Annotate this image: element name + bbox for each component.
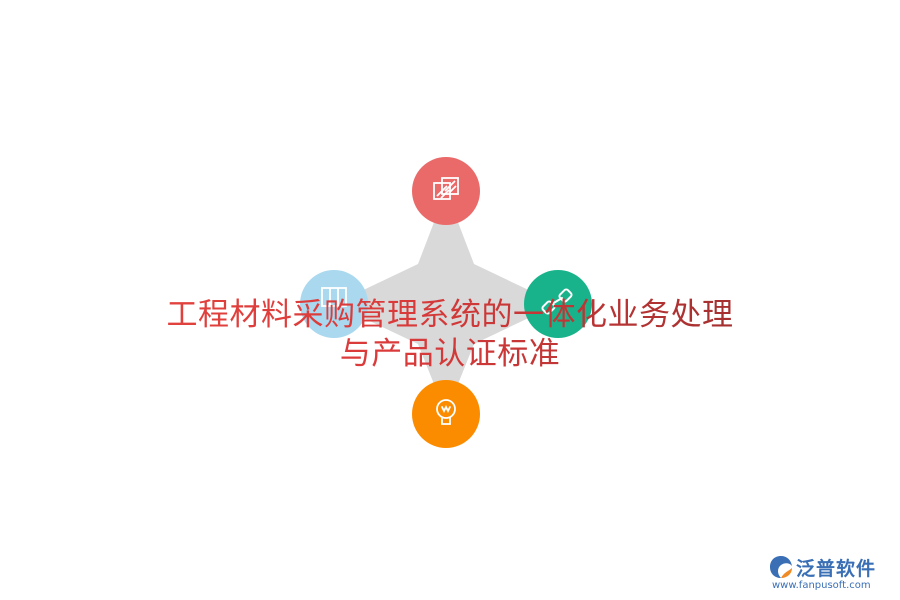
brand-name: 泛普软件: [796, 558, 877, 580]
columns-grid-icon: [321, 287, 347, 307]
node-left: [300, 270, 368, 338]
star-shape: [334, 191, 558, 414]
brand-logo: 泛普软件 www.fanpusoft.com: [768, 552, 893, 596]
node-left-circle: [300, 270, 368, 338]
title-line-1: 工程材料采购管理系统的一体化业务处理: [0, 297, 900, 333]
node-bottom-circle: [412, 380, 480, 448]
node-bottom: [412, 380, 480, 448]
node-top: [412, 157, 480, 225]
link-chain-icon: [541, 288, 573, 315]
node-right-circle: [524, 270, 592, 338]
brand-url: www.fanpusoft.com: [772, 580, 871, 591]
node-right: [524, 270, 592, 338]
lightbulb-icon: [436, 399, 456, 425]
title-line-2: 与产品认证标准: [0, 336, 900, 372]
striped-squares-icon: [433, 177, 459, 200]
fanpu-logo-icon: [770, 556, 792, 578]
